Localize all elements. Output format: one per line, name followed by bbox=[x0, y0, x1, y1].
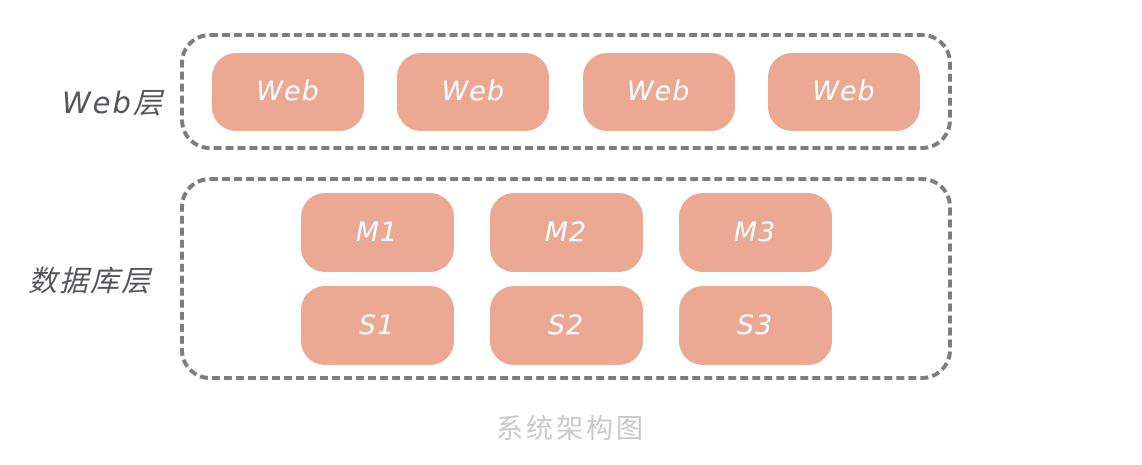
web-node-label: Web bbox=[626, 76, 691, 107]
web-node: Web bbox=[767, 52, 920, 131]
db-slave-node-label: S2 bbox=[547, 309, 585, 341]
db-master-node-label: M1 bbox=[355, 216, 399, 248]
db-slave-node: S1 bbox=[300, 285, 454, 365]
db-master-row: M1 M2 M3 bbox=[300, 192, 832, 272]
db-layer-container: M1 M2 M3 S1 S2 S3 bbox=[180, 177, 952, 380]
diagram-caption: 系统架构图 bbox=[496, 414, 646, 445]
web-node-label: Web bbox=[256, 76, 320, 107]
web-node: Web bbox=[582, 52, 735, 131]
web-layer-container: Web Web Web Web bbox=[180, 33, 952, 150]
db-master-node-label: M3 bbox=[733, 216, 777, 248]
db-slave-node: S3 bbox=[678, 285, 832, 365]
db-master-node-label: M2 bbox=[544, 216, 588, 248]
web-layer-label: Web层 bbox=[62, 86, 164, 120]
db-master-node: M1 bbox=[300, 192, 454, 272]
web-node-label: Web bbox=[441, 76, 506, 107]
db-master-node: M2 bbox=[489, 192, 643, 272]
db-slave-row: S1 S2 S3 bbox=[300, 285, 832, 365]
db-slave-node-label: S3 bbox=[736, 309, 774, 341]
db-slave-node-label: S1 bbox=[358, 309, 396, 341]
web-node: Web bbox=[212, 52, 364, 131]
web-node: Web bbox=[397, 52, 550, 131]
db-slave-node: S2 bbox=[489, 285, 643, 365]
web-node-label: Web bbox=[812, 76, 876, 107]
db-master-node: M3 bbox=[678, 192, 832, 272]
db-layer-label: 数据库层 bbox=[28, 264, 153, 298]
